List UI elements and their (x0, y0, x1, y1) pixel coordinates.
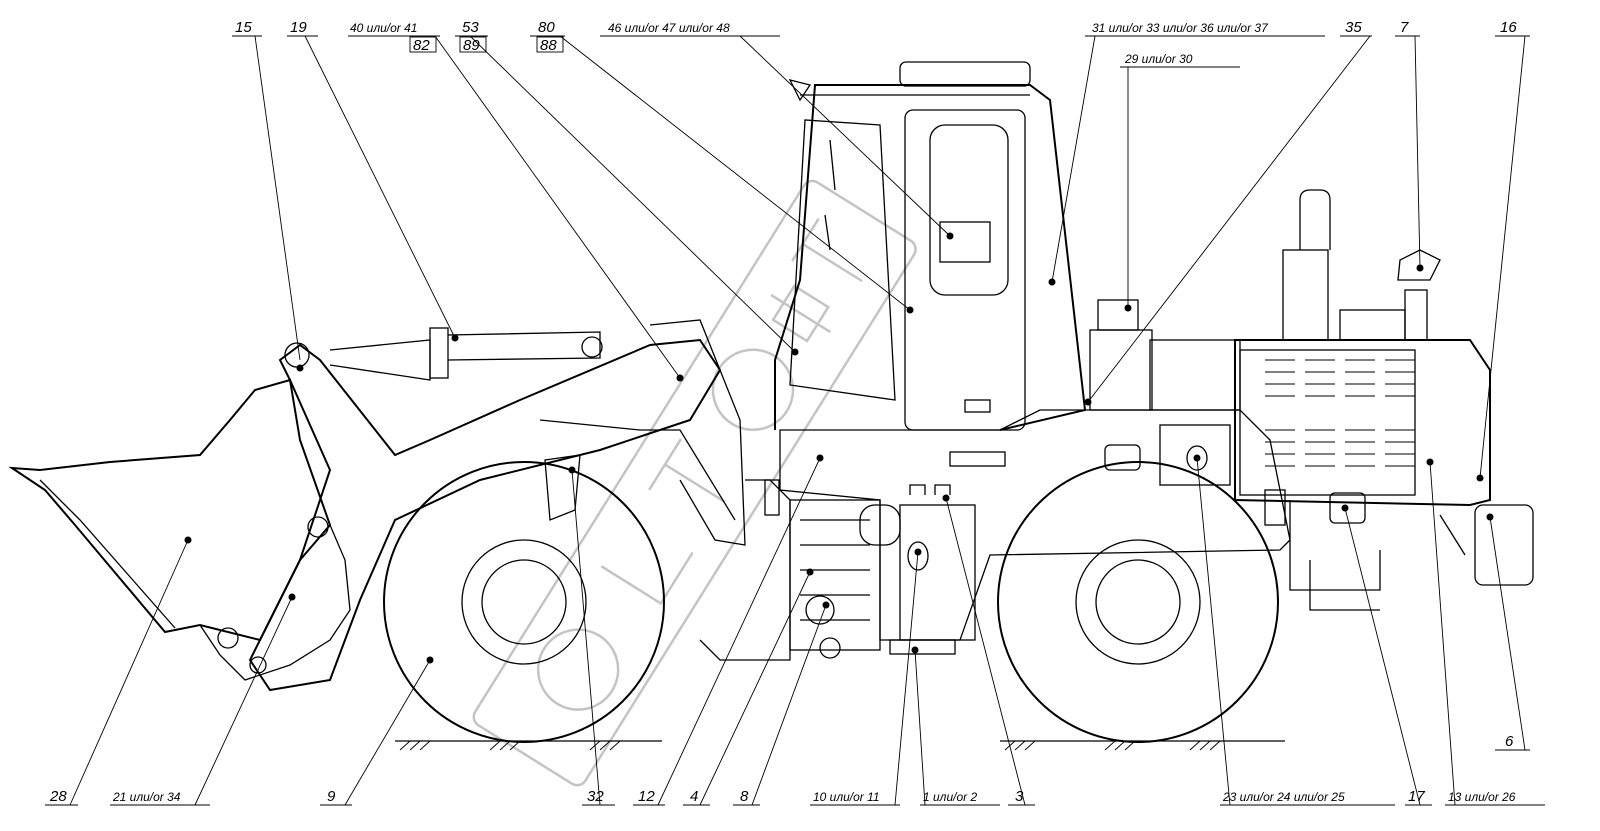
callout-40-41: 40 или/or 41 (350, 21, 417, 35)
label-underlines (45, 35, 1545, 806)
callout-15: 15 (235, 19, 252, 36)
callout-4: 4 (690, 788, 698, 805)
callout-82: 82 (413, 37, 430, 54)
callout-23-24-25: 23 или/or 24 или/or 25 (1222, 790, 1345, 804)
callout-3: 3 (1015, 788, 1024, 805)
callout-35: 35 (1345, 19, 1362, 36)
callout-88: 88 (540, 37, 557, 54)
callout-28: 28 (49, 788, 67, 805)
callout-6: 6 (1505, 733, 1514, 750)
callout-9: 9 (327, 788, 336, 805)
watermark (472, 179, 917, 787)
callout-46-47-48: 46 или/or 47 или/or 48 (608, 21, 730, 35)
bucket (8, 378, 351, 681)
callout-29-30: 29 или/or 30 (1124, 52, 1193, 66)
engine-hood (1089, 189, 1534, 611)
rear-wheel (997, 461, 1279, 743)
callout-8: 8 (740, 788, 749, 805)
callout-31-33-36-37: 31 или/or 33 или/or 36 или/or 37 (1092, 21, 1269, 35)
callout-1-2: 1 или/or 2 (923, 790, 977, 804)
front-wheel (383, 461, 665, 743)
callout-12: 12 (638, 788, 655, 805)
callout-80: 80 (538, 19, 555, 36)
central-frame (779, 409, 1291, 655)
callout-32: 32 (587, 788, 604, 805)
callout-labels: 15 19 40 или/or 41 82 53 89 80 88 46 или… (49, 19, 1517, 805)
callout-21-34: 21 или/or 34 (112, 790, 181, 804)
callout-16: 16 (1500, 19, 1517, 36)
operator-cab (774, 61, 1087, 431)
front-frame (699, 479, 881, 661)
callout-10-11: 10 или/or 11 (813, 790, 880, 804)
callout-7: 7 (1400, 19, 1409, 36)
boom-arm (248, 319, 746, 692)
callout-19: 19 (290, 19, 307, 36)
callout-53: 53 (462, 19, 479, 36)
callout-13-26: 13 или/or 26 (1448, 790, 1516, 804)
callout-17: 17 (1408, 788, 1425, 805)
callout-89: 89 (463, 37, 480, 54)
leader-lines (69, 35, 1526, 806)
